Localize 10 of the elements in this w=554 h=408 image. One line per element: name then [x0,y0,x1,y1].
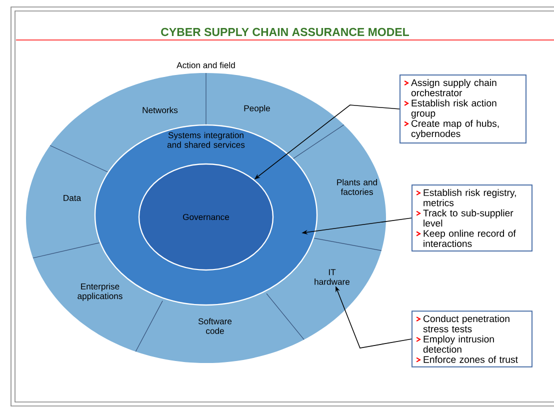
action-box: Assign supply chain orchestrator Establish risk action group Create map of hubs, cybernodes [400,74,526,144]
segment-label: Software code [198,318,232,334]
action-box: Establish risk registry, metrics Track to sub-supplier level Keep online record of interactions [412,184,532,252]
action-box: Conduct penetration stress tests Employ intrusion detection Enforce zones of trust [412,310,532,368]
segment-label: Data [64,195,82,201]
node-label: Action and field [176,62,235,68]
segment-label: Networks [142,106,178,114]
segment-label: Plants and factories [337,179,377,195]
segment-label: People [244,105,270,114]
title: CYBER SUPPLY CHAIN ASSURANCE MODEL [161,28,409,36]
